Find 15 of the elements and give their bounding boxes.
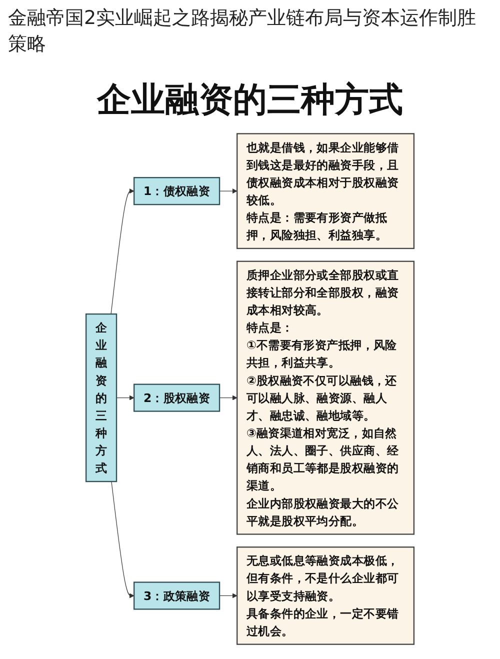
- node-box: 1：债权融资: [133, 177, 220, 206]
- node-box: 无息或低息等融资成本极低，但有条件，不是什么企业都可以享受支持融资。 具备条件的企业，一定不要错过机会。: [236, 546, 415, 646]
- node-box: 企业融资的三种方式: [85, 314, 118, 482]
- diagram-title: 企业融资的三种方式: [96, 79, 404, 122]
- node-box: 质押企业部分或全部股权或直接转让部分和全部股权，融资成本相对较高。 特点是： ①不需要有形资产抵押，风险共担，利益共享。 ②股权融资不仅可以融钱，还可以融人脉、融资源、融人才、融忠诚、融地域等。 ③融资渠道相对宽泛，如自然人、法人、圈子、供应商、经销商和员工等都是股权融资的渠道。 企业内部股权融资最大的不公平就是股权平均分配。: [236, 261, 415, 536]
- arrow: [219, 188, 238, 194]
- arrow: [116, 396, 134, 401]
- arrow: [110, 188, 134, 315]
- arrow: [111, 482, 134, 599]
- node-box: 也就是借钱，如果企业能够借到钱这是最好的融资手段，且债权融资成本相对于股权融资较低。 特点是：需要有形资产做抵押，风险独担、利益独享。: [236, 133, 415, 250]
- arrow: [219, 396, 238, 401]
- node-box: 2：股权融资: [133, 384, 220, 412]
- node-box: 3：政策融资: [133, 582, 220, 610]
- page-heading: 金融帝国2实业崛起之路揭秘产业链布局与资本运作制胜策略: [8, 6, 478, 57]
- arrow: [219, 593, 238, 599]
